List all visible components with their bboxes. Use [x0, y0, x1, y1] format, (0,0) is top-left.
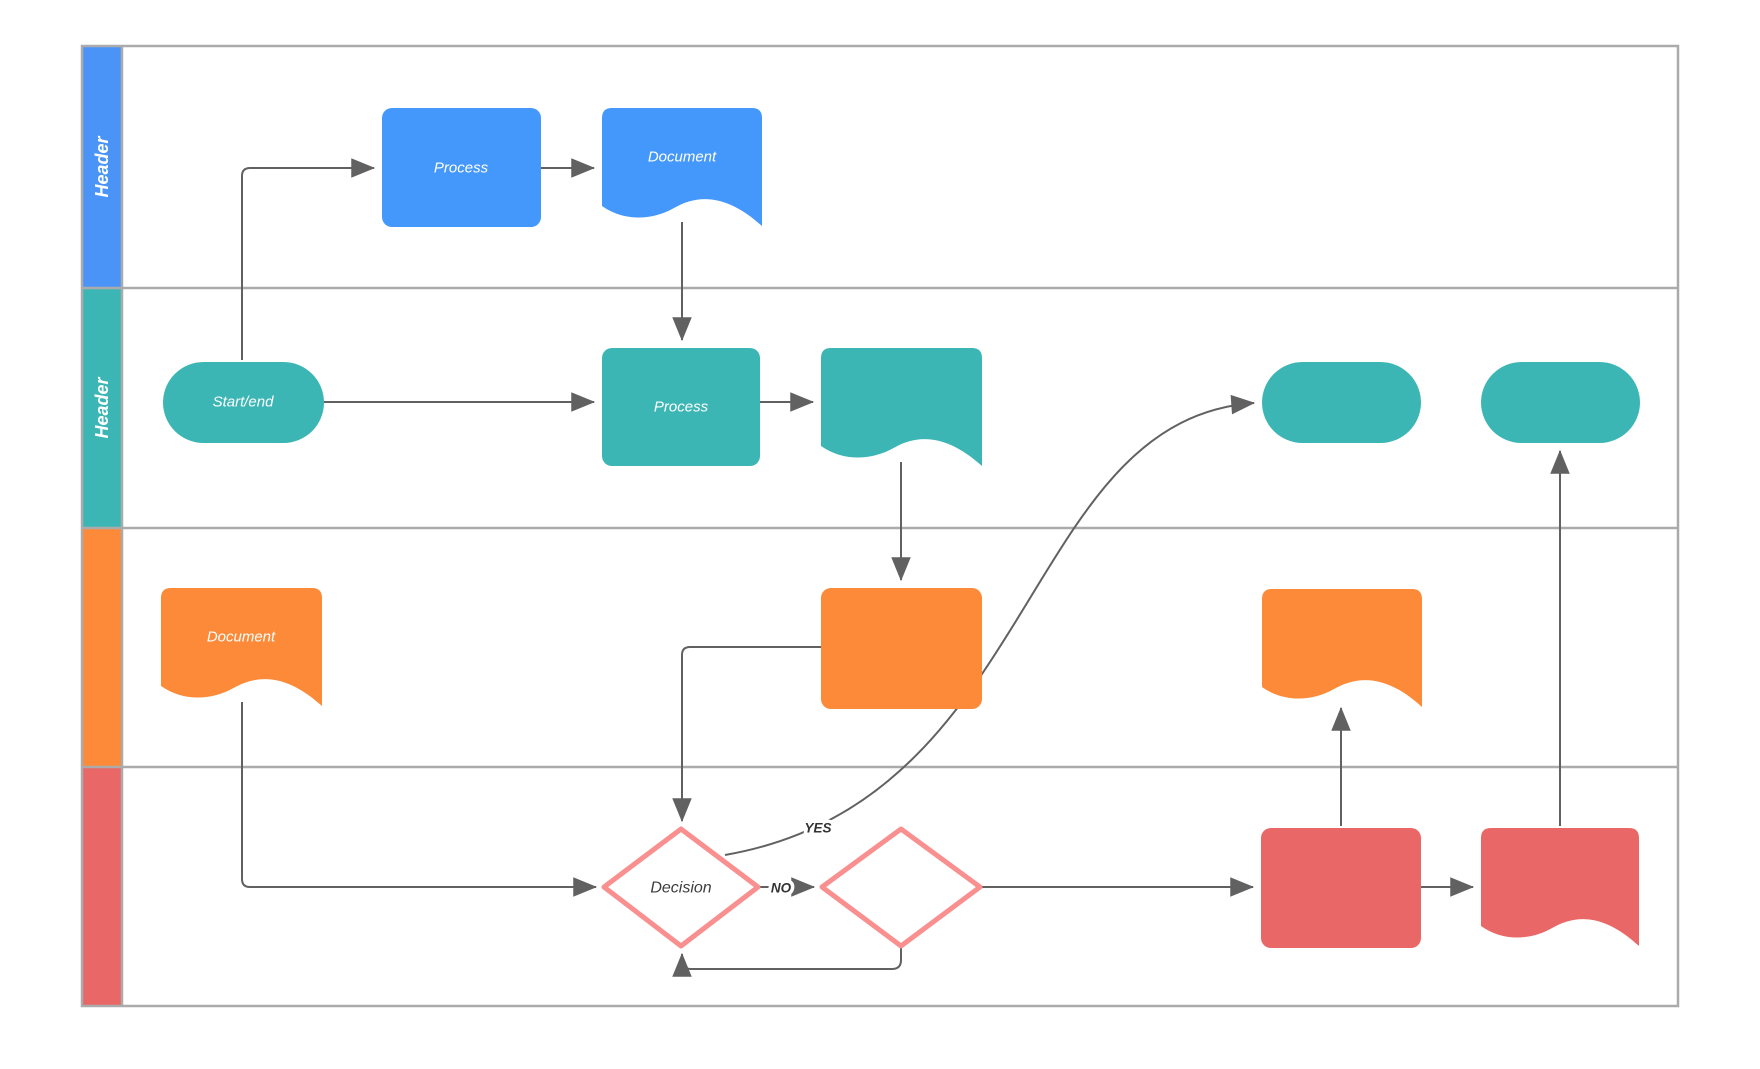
decision-empty-node[interactable]: [819, 826, 983, 949]
lane-1-nodes: Process Document: [382, 108, 762, 227]
document-teal-node[interactable]: [821, 348, 982, 466]
connectors: [241, 158, 1570, 977]
yes-branch-label: YES: [804, 821, 831, 836]
document-red-node[interactable]: [1481, 828, 1639, 946]
start-end-node[interactable]: [163, 362, 324, 443]
process-teal-node[interactable]: [602, 348, 760, 466]
edge-feedback-loop[interactable]: [672, 946, 902, 977]
process-blue-node[interactable]: [382, 108, 541, 227]
process-blue-label: Process: [434, 160, 489, 177]
rect-red-node[interactable]: [1261, 828, 1421, 948]
swimlane-frame: Header Header: [80, 44, 1680, 1008]
document-blue-label: Document: [648, 149, 717, 166]
document-orange-right-node[interactable]: [1262, 589, 1422, 707]
lane-2-nodes: Start/end Process: [163, 348, 1640, 466]
decision-label: Decision: [650, 880, 711, 897]
lane-3-nodes: Document: [161, 588, 1422, 709]
edge-document-orange-to-decision[interactable]: [241, 702, 598, 897]
rect-orange-node[interactable]: [821, 588, 982, 709]
lane-4-nodes: Decision: [601, 826, 1639, 949]
start-end-label: Start/end: [213, 394, 275, 411]
lane-1-header-label: Header: [92, 135, 112, 197]
swimlane-outer-border: [80, 44, 1680, 1008]
document-orange-left-node[interactable]: [161, 588, 322, 706]
pill-a-node[interactable]: [1262, 362, 1421, 443]
lane-4-strip[interactable]: [81, 766, 123, 1007]
pill-b-node[interactable]: [1481, 362, 1640, 443]
lane-2-strip[interactable]: [81, 287, 123, 529]
document-orange-left-label: Document: [207, 629, 276, 646]
edge-startend-to-process-blue[interactable]: [241, 158, 376, 360]
no-branch-label: NO: [771, 881, 792, 896]
lane-2-header-label: Header: [92, 376, 112, 438]
process-teal-label: Process: [654, 399, 709, 416]
document-blue-node[interactable]: [602, 108, 762, 226]
lane-3-strip[interactable]: [81, 527, 123, 768]
decision-node[interactable]: [601, 826, 761, 949]
edge-rect-orange-to-decision[interactable]: [672, 646, 821, 823]
edge-decision-yes-branch[interactable]: [724, 394, 1256, 856]
